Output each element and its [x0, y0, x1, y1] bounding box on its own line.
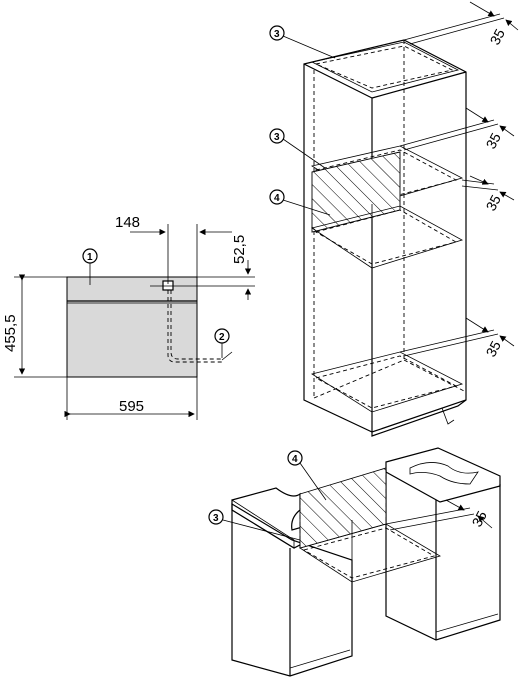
callout-3-mid-label: 3 [274, 132, 280, 143]
callout-2-circle [214, 328, 230, 344]
oven-front-view: 455,5 595 148 52,5 1 2 [2, 214, 255, 420]
callout-2-label: 2 [219, 332, 225, 343]
callout-3-top-label: 3 [274, 29, 280, 40]
callout-3-lower-circle [208, 509, 224, 525]
callout-1-circle [82, 248, 98, 264]
offset-52-label: 52,5 [231, 235, 248, 264]
gap-label-lower: 35 [469, 508, 491, 529]
undercounter-installation: 4 3 35 [208, 447, 501, 677]
tall-cabinet: 3 3 4 35 35 35 [269, 1, 519, 437]
gap-label-top: 35 [487, 26, 509, 47]
gap-marker-mid2: 35 [461, 175, 515, 213]
gap-marker-bottom: 35 [399, 317, 515, 359]
callout-3-lower-label: 3 [213, 513, 219, 524]
callout-1-label: 1 [87, 252, 93, 263]
niche-opening-upper [311, 151, 401, 233]
right-countertop [385, 447, 501, 503]
callout-4-circle [269, 189, 285, 205]
gap-label-mid1: 35 [483, 130, 505, 151]
offset-148-label: 148 [115, 214, 140, 231]
gap-marker-top: 35 [403, 1, 519, 47]
power-cable-path [167, 290, 222, 363]
gap-label-mid2: 35 [483, 192, 505, 213]
gap-marker-lower: 35 [385, 499, 493, 531]
gap-label-bottom: 35 [483, 338, 505, 359]
gap-marker-mid1: 35 [399, 107, 515, 151]
oven-width-label: 595 [119, 398, 144, 415]
callout-4-lower-circle [287, 450, 303, 466]
right-base-cabinet [385, 470, 501, 641]
callout-3-top-circle [269, 25, 285, 41]
callout-3-mid-circle [269, 128, 285, 144]
oven-control-panel [66, 276, 198, 302]
left-base-cabinet [231, 502, 353, 677]
niche-opening-lower [299, 467, 387, 549]
callout-4-label: 4 [274, 193, 280, 204]
callout-4-lower-label: 4 [292, 454, 298, 465]
oven-height-label: 455,5 [2, 314, 19, 352]
